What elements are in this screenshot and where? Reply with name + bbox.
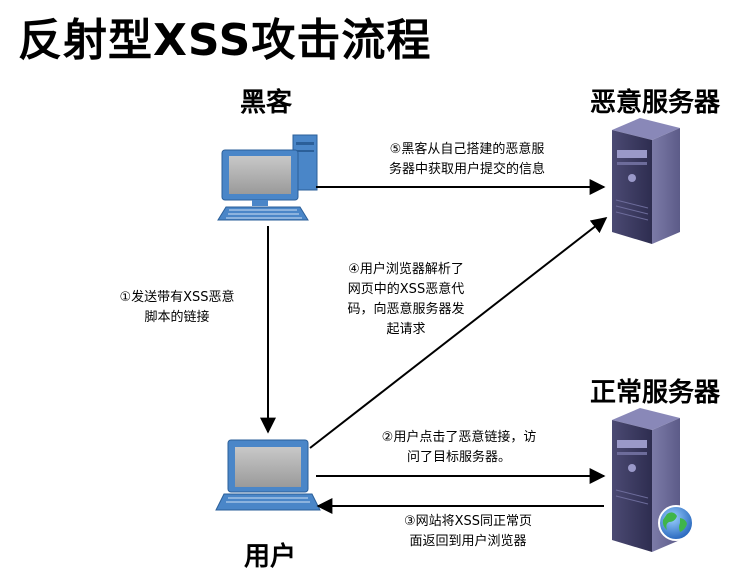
- arrow-step4: [309, 217, 608, 449]
- flow-diagram: [215, 118, 694, 552]
- step1-line2: 脚本的链接: [144, 310, 210, 325]
- step3-line2: 面返回到用户浏览器: [409, 534, 527, 549]
- malicious-server-icon: [612, 118, 680, 244]
- step4-line3: 码，向恶意服务器发: [347, 302, 465, 317]
- step2-line2: 问了目标服务器。: [406, 450, 511, 465]
- page-title: 反射型XSS攻击流程: [18, 15, 432, 66]
- hacker-computer-icon: [217, 134, 318, 221]
- normal-server-label: 正常服务器: [590, 378, 721, 408]
- step4-line1: ④用户浏览器解析了: [348, 262, 464, 277]
- step4-line2: 网页中的XSS恶意代: [347, 282, 465, 297]
- hacker-label: 黑客: [240, 88, 293, 118]
- step5-line1: ⑤黑客从自己搭建的恶意服: [389, 142, 545, 157]
- step2-line1: ②用户点击了恶意链接，访: [381, 430, 537, 445]
- step3-line1: ③网站将XSS同正常页: [403, 514, 533, 529]
- globe-icon: [658, 505, 694, 541]
- step2-text: ②用户点击了恶意链接，访 问了目标服务器。: [354, 428, 564, 468]
- step4-text: ④用户浏览器解析了 网页中的XSS恶意代 码，向恶意服务器发 起请求: [326, 260, 486, 340]
- step5-text: ⑤黑客从自己搭建的恶意服 务器中获取用户提交的信息: [362, 140, 572, 180]
- step1-line1: ①发送带有XSS恶意: [119, 290, 235, 305]
- malicious-server-label: 恶意服务器: [590, 88, 721, 118]
- user-laptop-icon: [215, 439, 321, 511]
- step1-text: ①发送带有XSS恶意 脚本的链接: [102, 288, 252, 328]
- step3-text: ③网站将XSS同正常页 面返回到用户浏览器: [378, 512, 558, 552]
- step4-line4: 起请求: [386, 322, 426, 337]
- step5-line2: 务器中获取用户提交的信息: [388, 162, 545, 177]
